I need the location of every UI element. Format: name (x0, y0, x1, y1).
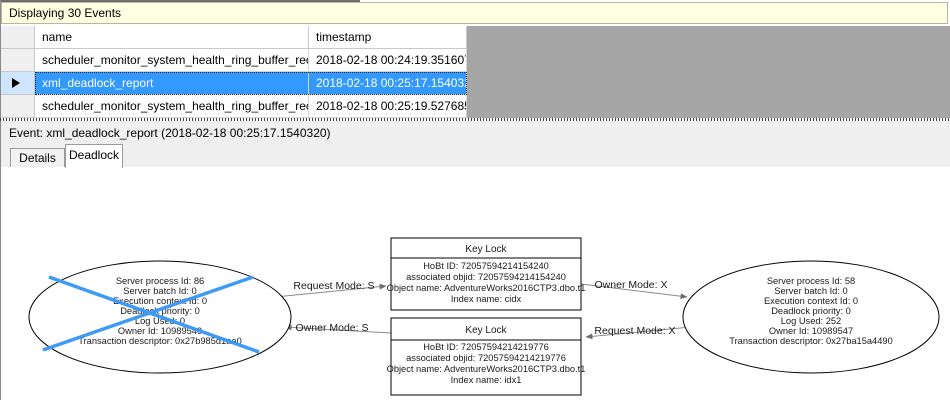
deadlock-graph: Server process Id: 86 Server batch Id: 0… (28, 237, 940, 396)
event-row[interactable]: scheduler_monitor_system_health_ring_buf… (1, 95, 950, 118)
events-count-text: Displaying 30 Events (9, 6, 122, 20)
resource-node-top: Key Lock HoBt ID: 72057594214154240 asso… (387, 237, 586, 311)
event-row[interactable]: scheduler_monitor_system_health_ring_buf… (1, 49, 950, 72)
edge-label-request-x: Request Mode: X (594, 325, 675, 337)
process-line: Log Used: 252 (781, 316, 841, 326)
grid-header-row: name timestamp (1, 26, 950, 49)
process-line: Execution context Id: 0 (113, 296, 207, 306)
row-selector[interactable] (1, 72, 35, 95)
horizontal-splitter[interactable] (0, 118, 950, 121)
edge-request-s-line (274, 283, 387, 298)
process-line: Transaction descriptor: 0x27b985d1ae0 (78, 336, 242, 346)
edge-owner-x-line (580, 283, 688, 300)
resource-title: Key Lock (465, 325, 507, 336)
events-grid: name timestamp scheduler_monitor_system_… (1, 26, 950, 118)
events-count-bar: Displaying 30 Events (1, 2, 948, 24)
edge-request-x-line (585, 326, 692, 340)
tab-details[interactable]: Details (10, 148, 65, 167)
event-name-cell[interactable]: scheduler_monitor_system_health_ring_buf… (35, 95, 309, 118)
resource-line: associated objid: 72057594214219776 (406, 353, 566, 363)
resource-line: HoBt ID: 72057594214154240 (423, 261, 549, 271)
event-name-cell[interactable]: xml_deadlock_report (35, 72, 309, 95)
column-header-timestamp[interactable]: timestamp (309, 26, 467, 49)
row-selector[interactable] (1, 49, 35, 72)
event-timestamp-cell[interactable]: 2018-02-18 00:25:17.1540320 (309, 72, 467, 95)
resource-line: Index name: idx1 (451, 375, 522, 385)
process-node-right: Server process Id: 58 Server batch Id: 0… (682, 260, 940, 374)
process-line: Server batch Id: 0 (123, 286, 196, 296)
event-timestamp-cell[interactable]: 2018-02-18 00:24:19.3516078 (309, 49, 467, 72)
resource-node-bottom: Key Lock HoBt ID: 72057594214219776 asso… (387, 317, 586, 396)
process-line: Transaction descriptor: 0x27ba15a4490 (729, 336, 893, 346)
top-edge-line (0, 0, 360, 2)
process-node-left: Server process Id: 86 Server batch Id: 0… (28, 260, 292, 374)
resource-line: Index name: cidx (451, 294, 522, 304)
process-line: Deadlock priority: 0 (771, 306, 851, 316)
resource-line: Object name: AdventureWorks2016CTP3.dbo.… (387, 283, 586, 293)
selected-event-bar: Event: xml_deadlock_report (2018-02-18 0… (1, 121, 950, 144)
resource-title: Key Lock (465, 244, 507, 255)
resource-line: HoBt ID: 72057594214219776 (423, 342, 549, 352)
event-timestamp-cell[interactable]: 2018-02-18 00:25:19.5276859 (309, 95, 467, 118)
victim-cross-icon (42, 275, 260, 354)
column-header-name[interactable]: name (35, 26, 309, 49)
row-selector[interactable] (1, 95, 35, 118)
process-line: Server process Id: 58 (767, 276, 855, 286)
resource-line: associated objid: 72057594214154240 (406, 272, 566, 282)
tab-deadlock[interactable]: Deadlock (65, 144, 123, 168)
edge-owner-s-line (284, 324, 392, 334)
edge-labels: Request Mode: S Owner Mode: S Owner Mode… (293, 279, 675, 337)
resource-line: Object name: AdventureWorks2016CTP3.dbo.… (387, 364, 586, 374)
current-row-arrow-icon (12, 78, 20, 88)
process-line: Server batch Id: 0 (774, 286, 847, 296)
panel-left-border (0, 0, 1, 400)
process-line: Server process Id: 86 (116, 276, 204, 286)
edge-label-owner-x: Owner Mode: X (595, 279, 668, 291)
selected-event-text: Event: xml_deadlock_report (2018-02-18 0… (9, 126, 331, 140)
edge-label-request-s: Request Mode: S (293, 280, 374, 292)
process-line: Owner Id: 10989549 (118, 326, 202, 336)
edge-lines (274, 283, 692, 340)
process-line: Log Used: 0 (135, 316, 185, 326)
process-line: Execution context Id: 0 (764, 296, 858, 306)
row-selector-header (1, 26, 35, 49)
detail-tabstrip: Details Deadlock (1, 144, 950, 168)
process-line: Owner Id: 10989547 (769, 326, 853, 336)
edge-label-owner-s: Owner Mode: S (296, 322, 369, 334)
event-row-selected[interactable]: xml_deadlock_report 2018-02-18 00:25:17.… (1, 72, 950, 95)
deadlock-graph-pane: Server process Id: 86 Server batch Id: 0… (1, 167, 950, 400)
event-name-cell[interactable]: scheduler_monitor_system_health_ring_buf… (35, 49, 309, 72)
